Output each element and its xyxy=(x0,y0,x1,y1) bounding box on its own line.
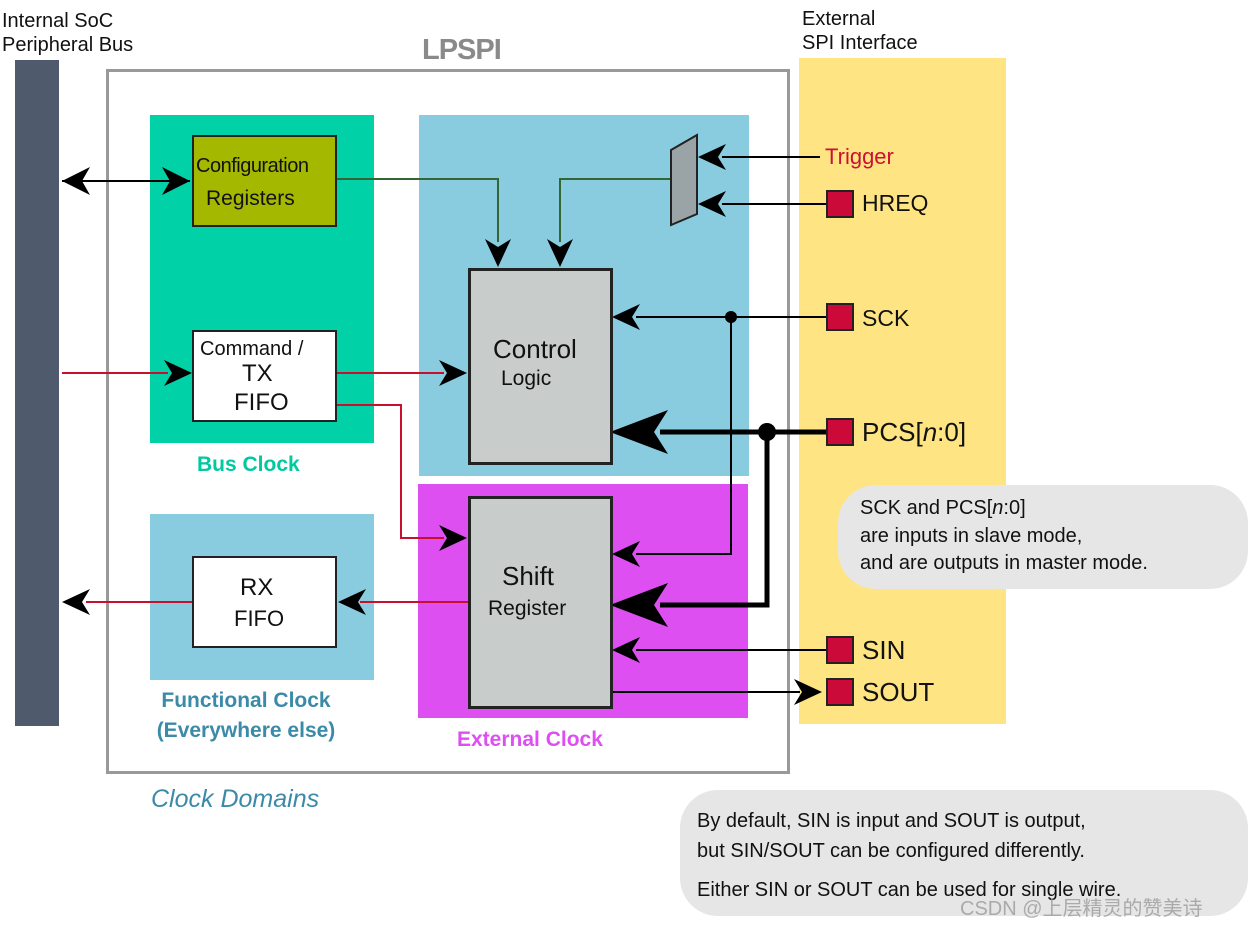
hreq-pin xyxy=(826,190,854,218)
trigger-mux xyxy=(670,133,698,227)
bus-label-line1: Internal SoC xyxy=(2,10,114,32)
pcs-label-suffix: :0] xyxy=(937,417,967,447)
note2-line2: but SIN/SOUT can be configured different… xyxy=(697,840,1085,862)
sout-pin xyxy=(826,678,854,706)
trigger-wire xyxy=(698,144,820,170)
external-clock-label: External Clock xyxy=(457,728,603,751)
rx-line2: FIFO xyxy=(234,606,285,631)
rx-fifo-block: RX FIFO xyxy=(192,556,337,648)
hreq-wire xyxy=(698,191,826,217)
pin-mode-note: SCK and PCS[n:0] are inputs in slave mod… xyxy=(838,485,1248,589)
clock-domains-caption: Clock Domains xyxy=(151,785,320,813)
pcs-label-prefix: PCS[ xyxy=(862,417,923,447)
rx-line1: RX xyxy=(240,574,274,601)
shift-to-rxfifo-wire xyxy=(338,589,468,615)
bus-config-link xyxy=(62,167,190,195)
pcs-wire xyxy=(610,410,826,627)
sout-label: SOUT xyxy=(862,677,935,707)
cmd-line3: FIFO xyxy=(234,389,289,416)
note1-line1-n: n xyxy=(992,497,1004,519)
sin-pin xyxy=(826,636,854,664)
config-line1: Configuration xyxy=(196,155,309,177)
ext-label-line2: SPI Interface xyxy=(802,32,918,54)
sck-wire xyxy=(612,304,826,567)
watermark: CSDN @上层精灵的赞美诗 xyxy=(960,898,1203,920)
lpspi-title: LPSPI xyxy=(422,34,502,66)
pcs-pin xyxy=(826,418,854,446)
sin-label: SIN xyxy=(862,635,906,665)
peripheral-bus-bar xyxy=(15,60,59,726)
shift-line1: Shift xyxy=(502,561,555,591)
note1-line1-suffix: :0] xyxy=(1003,497,1026,519)
mux-to-control-wire xyxy=(547,178,671,267)
config-to-control-wire xyxy=(336,178,511,267)
cmd-to-control-wire xyxy=(336,360,467,386)
config-line2: Registers xyxy=(206,187,295,210)
note2-line3: Either SIN or SOUT can be used for singl… xyxy=(697,879,1122,901)
cmd-line2: TX xyxy=(242,360,273,387)
command-tx-fifo-block: Command / TX FIFO xyxy=(192,330,337,422)
pcs-label-n: n xyxy=(922,417,938,447)
trigger-label: Trigger xyxy=(825,144,894,169)
sin-wire xyxy=(612,637,826,663)
configuration-registers-block: Configuration Registers xyxy=(192,135,337,227)
functional-clock-label: Functional Clock (Everywhere else) xyxy=(138,686,354,746)
hreq-label: HREQ xyxy=(862,190,929,216)
bus-clock-label: Bus Clock xyxy=(197,453,300,476)
control-line2: Logic xyxy=(501,367,552,390)
note1-line3: and are outputs in master mode. xyxy=(860,552,1148,574)
control-logic-block: Control Logic xyxy=(468,268,613,465)
shift-line2: Register xyxy=(488,597,567,620)
external-interface-region xyxy=(799,58,1006,724)
note1-line2: are inputs in slave mode, xyxy=(860,525,1083,547)
bus-to-cmd-fifo-wire xyxy=(62,360,192,386)
ext-label-line1: External xyxy=(802,8,876,30)
sck-label: SCK xyxy=(862,305,910,331)
functional-clock-label-line2: (Everywhere else) xyxy=(156,719,336,742)
rxfifo-to-bus-wire xyxy=(62,589,192,615)
note2-line1: By default, SIN is input and SOUT is out… xyxy=(697,810,1086,832)
sout-wire xyxy=(612,679,822,705)
sck-pin xyxy=(826,303,854,331)
sin-sout-note: By default, SIN is input and SOUT is out… xyxy=(680,790,1248,916)
ext-label: External SPI Interface xyxy=(802,7,918,55)
control-line1: Control xyxy=(493,334,577,364)
note1-line1-prefix: SCK and PCS[ xyxy=(860,497,993,519)
bus-label: Internal SoC Peripheral Bus xyxy=(2,9,133,57)
lpspi-boundary xyxy=(106,69,790,774)
functional-clock-label-line1: Functional Clock xyxy=(161,689,331,712)
note1-line1: SCK and PCS[n:0] xyxy=(860,497,1026,520)
shift-register-block: Shift Register xyxy=(468,496,613,709)
txfifo-to-shift-wire xyxy=(336,404,467,551)
bus-label-line2: Peripheral Bus xyxy=(2,34,134,56)
cmd-line1: Command / xyxy=(200,338,304,360)
pcs-label: PCS[n:0] xyxy=(862,417,966,448)
